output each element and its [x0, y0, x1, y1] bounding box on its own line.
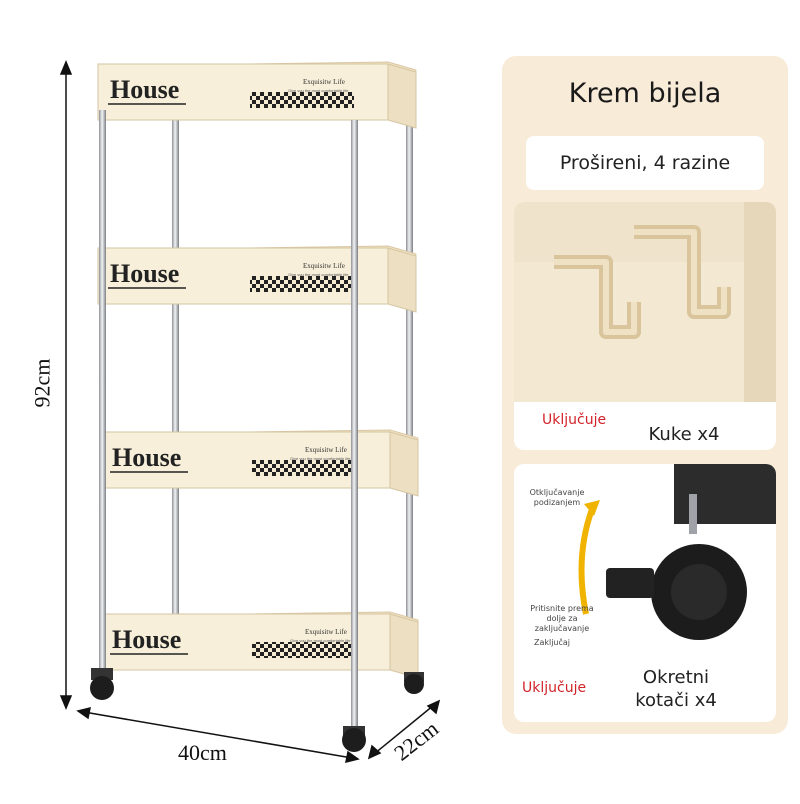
- shelf-brand-label: House: [112, 443, 181, 472]
- caster-front-left: [90, 668, 114, 700]
- locked-label: Zaključaj: [533, 638, 571, 647]
- width-dimension: 40cm: [178, 740, 227, 765]
- casters-caption: Okretni kotači x4: [635, 667, 717, 711]
- shelf-tagline: Exquisitw Life: [303, 78, 345, 86]
- pole-front-right: [351, 120, 358, 740]
- hooks-card: Uključuje Kuke x4: [514, 202, 776, 450]
- lock-note: Pritisnite prema dolje za zaključavanje: [530, 604, 594, 633]
- caster-front-right: [342, 726, 366, 752]
- shelf-tagline: Exquisitw Life: [305, 628, 347, 636]
- unlock-note: Otključavanje podizanjem: [529, 488, 585, 507]
- caster-photo: [514, 464, 776, 664]
- pole-back-right: [406, 110, 413, 630]
- height-dimension: 92cm: [29, 358, 55, 408]
- shelf-brand-label: House: [110, 75, 179, 104]
- shelf-subtagline: Give you the most comfortable life: [288, 88, 349, 93]
- checker-pattern: [252, 642, 356, 658]
- hooks-photo: [514, 202, 776, 402]
- variant-option[interactable]: Prošireni, 4 razine: [526, 136, 764, 190]
- checker-pattern: [252, 460, 356, 476]
- shelf-subtagline: Give you the most comfortable life: [288, 272, 349, 277]
- checker-pattern: [250, 276, 354, 292]
- depth-arrow: [367, 699, 441, 760]
- checker-pattern: [250, 92, 354, 108]
- product-options-panel: Krem bijela Prošireni, 4 razine Uključuj…: [502, 56, 788, 734]
- height-arrow: [59, 60, 73, 710]
- color-title: Krem bijela: [568, 78, 722, 109]
- shelf-brand-label: House: [112, 625, 181, 654]
- width-arrow: [76, 706, 360, 764]
- pole-front-left: [99, 110, 106, 670]
- casters-includes-label: Uključuje: [522, 680, 587, 696]
- hooks-caption: Kuke x4: [648, 424, 720, 445]
- casters-card: Otključavanje podizanjem Pritisnite prem…: [514, 464, 776, 722]
- shelf-tagline: Exquisitw Life: [305, 446, 347, 454]
- caster-back-right: [404, 672, 424, 694]
- shelf-subtagline: Give you the most comfortable life: [290, 456, 351, 461]
- hooks-includes-label: Uključuje: [542, 412, 607, 428]
- pole-back-left: [172, 110, 179, 630]
- shelf-subtagline: Give you the most comfortable life: [290, 638, 351, 643]
- shelf-brand-label: House: [110, 259, 179, 288]
- shelf-tagline: Exquisitw Life: [303, 262, 345, 270]
